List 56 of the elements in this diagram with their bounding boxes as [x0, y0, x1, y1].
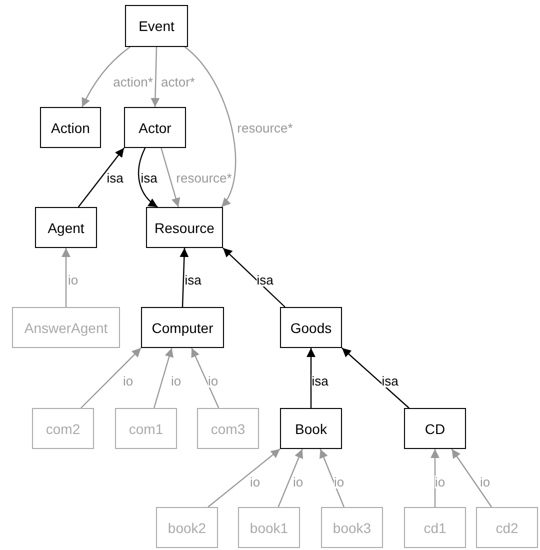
edge-label: isa [184, 274, 202, 286]
class-box: cd1 [404, 507, 466, 548]
edge-label: io [208, 374, 218, 388]
class-box: com2 [32, 408, 94, 449]
edge-label: io [292, 476, 304, 488]
edge-label: resource* [237, 122, 293, 134]
arrow [278, 448, 304, 508]
class-box: Agent [35, 207, 97, 248]
arrow [78, 148, 124, 208]
arrow [306, 348, 316, 408]
arrow [222, 248, 286, 308]
class-box: com1 [115, 408, 177, 449]
class-box: Actor [124, 107, 186, 148]
arrow [184, 46, 236, 208]
edge-label: isa [140, 172, 158, 184]
class-box: com3 [197, 408, 259, 449]
class-box: book3 [321, 507, 383, 548]
arrow [150, 46, 160, 108]
arrow [342, 348, 410, 408]
arrow [80, 348, 142, 408]
edge-label: isa [106, 172, 124, 184]
edge-label: isa [256, 274, 274, 286]
class-box: Goods [280, 307, 342, 348]
class-box: Book [280, 408, 342, 449]
edge-label: io [170, 374, 182, 388]
edge-label: io [68, 274, 78, 286]
class-box: Action [40, 107, 101, 148]
arrow [451, 448, 492, 508]
arrow [62, 248, 70, 307]
arrow [138, 148, 158, 208]
arrow [430, 449, 440, 507]
edge-label: io [480, 476, 490, 488]
class-box: Resource [146, 207, 223, 248]
class-box: cd2 [476, 507, 538, 548]
edge-label: io [434, 476, 446, 488]
class-box: Event [125, 5, 188, 47]
edge-label: io [122, 374, 134, 388]
edge-label: io [250, 476, 260, 488]
arrow [160, 148, 180, 208]
arrow [180, 248, 189, 308]
arrow [208, 448, 280, 508]
edge-label: isa [382, 374, 398, 388]
class-box: CD [404, 408, 466, 449]
arrow [191, 348, 220, 408]
class-box: book1 [238, 507, 300, 548]
edge-label: resource* [176, 172, 232, 184]
class-box: AnswerAgent [12, 307, 120, 348]
class-box: book2 [156, 507, 218, 548]
edge-label: actor* [161, 76, 195, 88]
edge-label: action* [113, 76, 153, 88]
edge-label: isa [312, 374, 328, 388]
arrow [153, 348, 174, 408]
arrow [82, 46, 130, 108]
class-box: Computer [141, 307, 224, 348]
arrow [320, 448, 344, 508]
edge-label: io [334, 476, 344, 488]
